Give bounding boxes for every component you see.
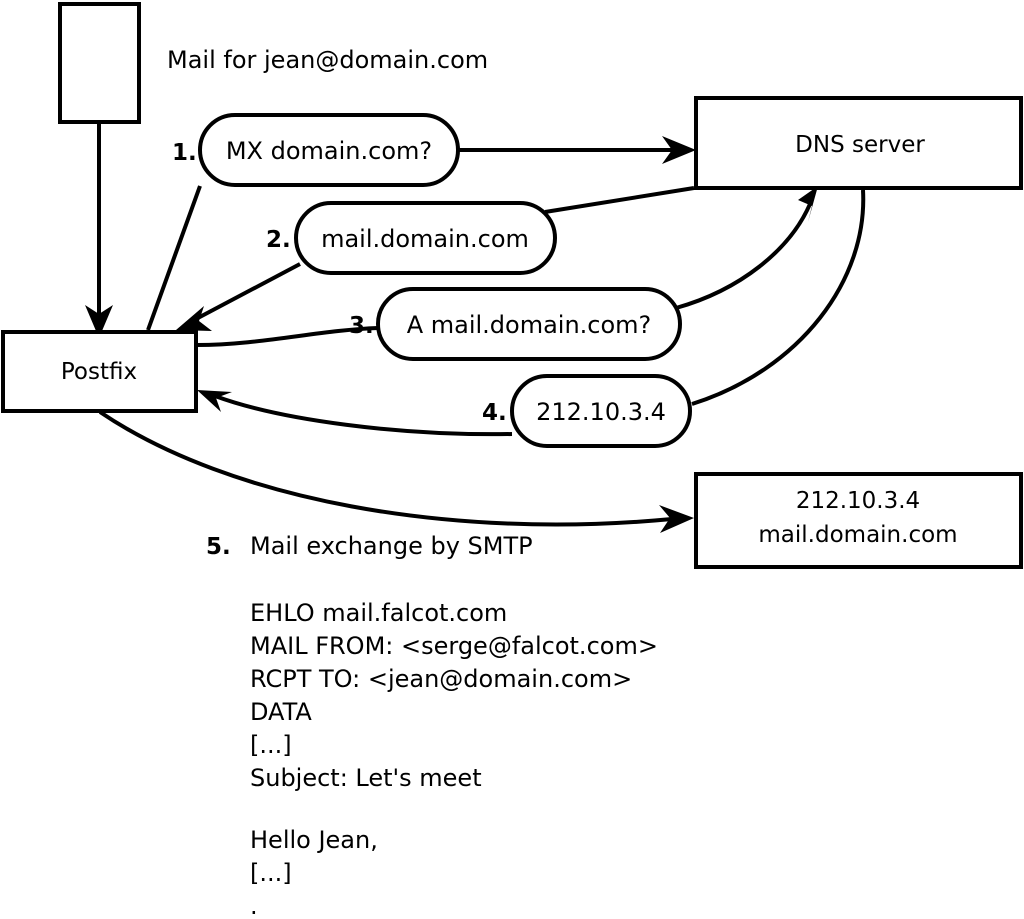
bubble-step2-label: mail.domain.com	[321, 225, 529, 253]
bubble-step4	[510, 374, 692, 448]
node-dns-server-box	[694, 96, 1023, 190]
caption-mail-for: Mail for jean@domain.com	[167, 46, 488, 74]
step5-number: 5.	[206, 534, 231, 560]
smtp-line-5: Subject: Let's meet	[250, 764, 482, 792]
step2-number: 2.	[266, 227, 291, 253]
smtp-line-9: .	[250, 892, 258, 919]
smtp-line-1: MAIL FROM: <serge@falcot.com>	[250, 632, 658, 660]
step3-number: 3.	[349, 313, 374, 339]
connector-step4-dns-to-postfix	[197, 189, 866, 437]
node-mailserver-ip: 212.10.3.4	[796, 488, 920, 514]
step5-label: Mail exchange by SMTP	[250, 532, 533, 560]
smtp-line-7: Hello Jean,	[250, 826, 378, 854]
connector-step5-postfix-to-mailserver	[98, 410, 694, 533]
smtp-line-3: DATA	[250, 698, 312, 726]
connector-client-to-postfix	[85, 122, 113, 338]
connector-step1-postfix-to-dns	[146, 136, 696, 331]
node-mailserver-hostname: mail.domain.com	[758, 522, 957, 548]
smtp-line-0: EHLO mail.falcot.com	[250, 599, 507, 627]
step4-number: 4.	[482, 400, 507, 426]
node-client-box	[58, 2, 141, 124]
connector-step3-postfix-to-dns	[196, 186, 818, 347]
node-postfix-label: Postfix	[61, 359, 137, 385]
smtp-line-8: [...]	[250, 859, 292, 887]
bubble-step2	[294, 201, 557, 275]
bubble-step3-label: A mail.domain.com?	[407, 311, 652, 339]
bubble-step3	[376, 287, 682, 361]
node-postfix-box	[1, 330, 198, 413]
smtp-line-4: [...]	[250, 731, 292, 759]
node-mailserver-box	[694, 472, 1023, 569]
connector-step2-dns-to-postfix	[176, 186, 695, 331]
step1-number: 1.	[172, 140, 197, 166]
bubble-step1	[198, 113, 460, 187]
smtp-line-2: RCPT TO: <jean@domain.com>	[250, 665, 632, 693]
node-dns-server-label: DNS server	[795, 132, 925, 158]
bubble-step1-label: MX domain.com?	[226, 137, 432, 165]
bubble-step4-label: 212.10.3.4	[536, 398, 666, 426]
